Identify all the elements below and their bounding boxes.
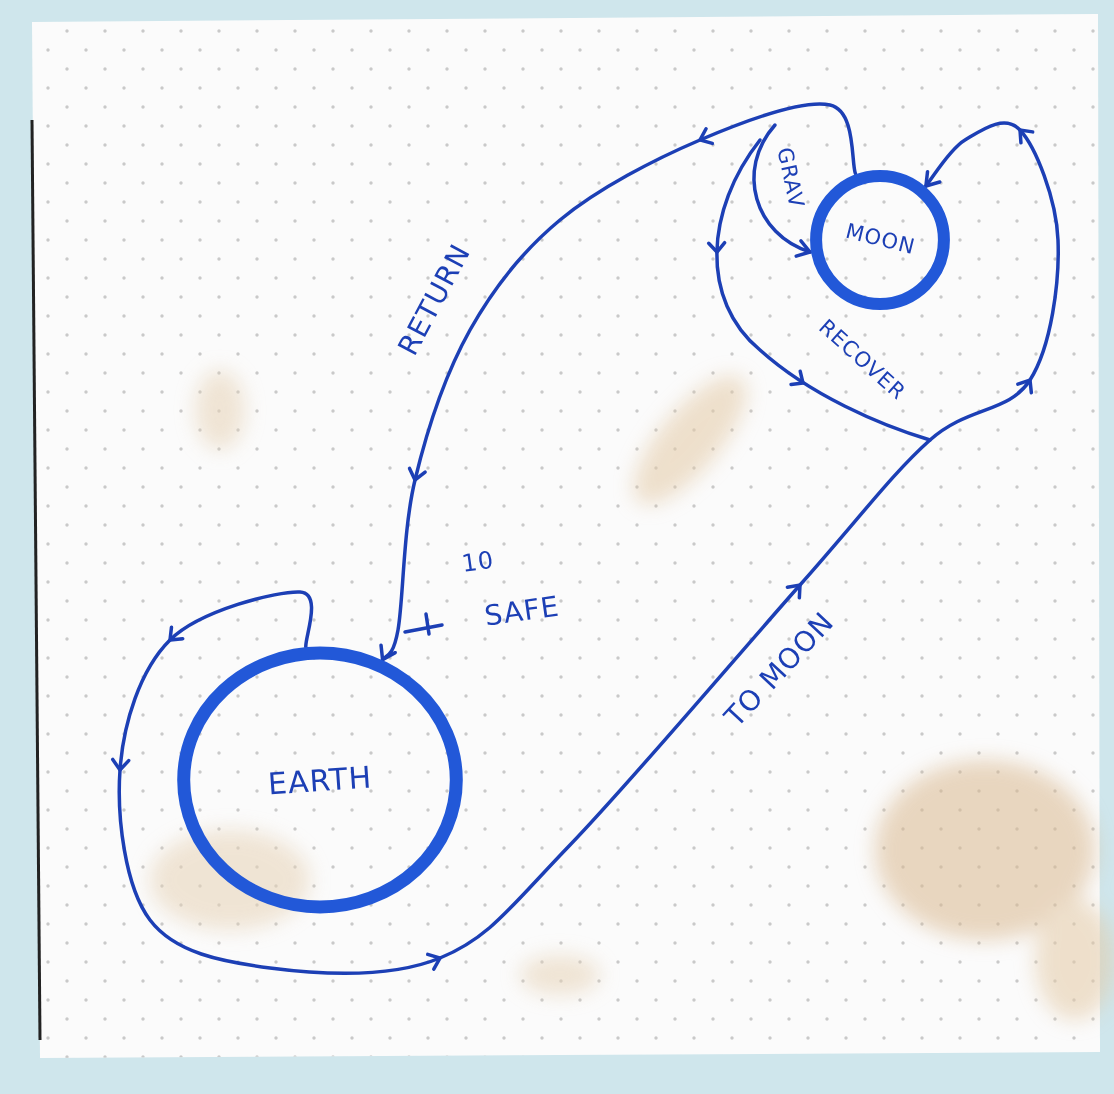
paper-sheet — [32, 14, 1100, 1058]
recover-arc — [717, 140, 930, 440]
direction-chevron — [697, 129, 712, 148]
trajectory-line — [383, 104, 856, 660]
direction-chevron — [164, 627, 182, 645]
status-label: SAFE — [483, 592, 562, 633]
coffee-stains — [150, 359, 1114, 1020]
direction-chevron — [1014, 125, 1033, 143]
edge-label: TO MOON — [720, 607, 841, 733]
paper-edge — [32, 120, 40, 1040]
maneuver-label: GRAV — [772, 146, 807, 211]
direction-chevron — [112, 759, 129, 770]
circle-outline — [184, 653, 457, 907]
node-text-group: MOON — [843, 220, 917, 260]
tick-mark — [405, 614, 442, 634]
arc-chevron — [791, 371, 808, 389]
callout-number: 10 — [460, 547, 496, 578]
node-label: EARTH — [267, 760, 373, 800]
direction-chevron — [1018, 376, 1037, 393]
planet-circle: EARTH — [175, 645, 465, 915]
node-label: MOON — [843, 220, 917, 260]
maneuver-label: RECOVER — [814, 315, 910, 404]
direction-chevron — [407, 468, 425, 481]
circle-outline — [816, 176, 944, 304]
arc-chevron — [709, 243, 725, 253]
direction-chevron — [428, 951, 443, 970]
trajectory-line — [119, 123, 1058, 973]
moon-circle: MOON — [812, 172, 948, 308]
direction-chevron — [787, 580, 806, 598]
edge-label: RETURN — [393, 239, 477, 360]
paper-texture — [32, 14, 1100, 1058]
grav-arc — [754, 125, 810, 252]
moon-arcs — [405, 125, 930, 634]
node-text-group: EARTH — [267, 760, 373, 800]
